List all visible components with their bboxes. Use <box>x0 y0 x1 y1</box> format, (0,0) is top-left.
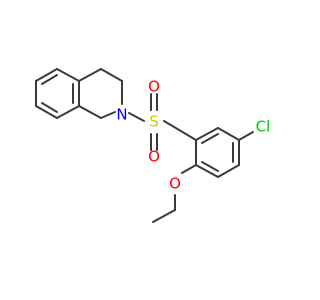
nitrogen-label: N <box>116 106 127 124</box>
bond-inner <box>41 102 58 113</box>
sulfur-label: S <box>149 113 159 131</box>
bond <box>217 127 240 141</box>
bond-inner <box>201 161 219 172</box>
bond <box>217 164 240 178</box>
bond <box>100 111 116 119</box>
atom-label-group: N S O O Cl O <box>116 78 270 193</box>
molecule-diagram: N S O O Cl O <box>35 68 270 223</box>
bond <box>78 68 102 82</box>
oxygen-top-label: O <box>148 78 160 96</box>
chlorine-label: Cl <box>256 118 271 136</box>
bond <box>100 68 123 82</box>
bond <box>238 131 254 141</box>
bond <box>195 127 219 141</box>
bond <box>56 68 80 82</box>
bond <box>35 105 58 119</box>
bond <box>163 120 197 141</box>
bond <box>35 68 58 82</box>
bond <box>152 209 176 223</box>
oxygen-ether-label: O <box>169 175 181 193</box>
bond <box>128 112 145 122</box>
oxygen-bottom-label: O <box>148 148 160 166</box>
bond <box>56 105 80 119</box>
bond <box>78 105 102 119</box>
bond-group <box>35 68 254 223</box>
bond <box>195 164 219 178</box>
bond-inner <box>41 74 58 85</box>
structure-canvas: N S O O Cl O <box>35 68 271 223</box>
bond-inner <box>201 133 219 144</box>
bond <box>181 164 197 174</box>
